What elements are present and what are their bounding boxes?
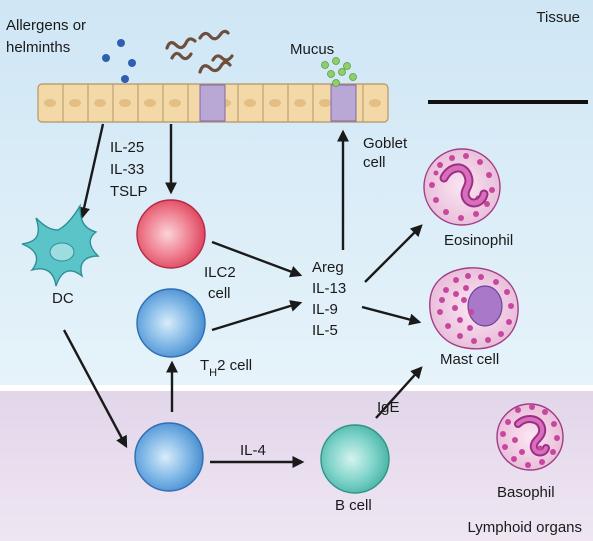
eosinophil-label: Eosinophil <box>444 232 513 249</box>
goblet-cell-2 <box>330 84 357 122</box>
arrow-to-eosinophil <box>364 224 423 283</box>
helminth-icon <box>165 29 234 74</box>
allergen-particles <box>102 39 136 83</box>
arrow-dc-to-tcell <box>62 329 128 449</box>
basophil-label: Basophil <box>497 484 555 501</box>
cytokine-il25: IL-25 <box>110 139 144 156</box>
dc-label: DC <box>52 290 74 307</box>
b-cell <box>320 424 390 494</box>
allergens-label-line2: helminths <box>6 39 70 56</box>
ilc2-cell <box>136 199 206 269</box>
ige-label: IgE <box>377 399 400 416</box>
th2-label-t: T <box>200 357 209 374</box>
th2-cell <box>136 288 206 358</box>
mucus-droplets <box>321 57 357 87</box>
th2-label: TH2 cell <box>200 357 252 379</box>
epithelium <box>37 83 389 123</box>
b-cell-label: B cell <box>335 497 372 514</box>
mucus-label: Mucus <box>290 41 334 58</box>
cytokine-il33: IL-33 <box>110 161 144 178</box>
eosinophil <box>423 148 501 226</box>
mast-cell <box>429 267 519 350</box>
ilc2-label-line1: ILC2 <box>204 264 236 281</box>
arrow-ilc2-to-cytokines <box>211 240 303 278</box>
dendritic-cell <box>21 203 100 287</box>
il4-label: IL-4 <box>240 442 266 459</box>
arrow-to-mast-cell <box>361 305 422 326</box>
barrier-line <box>428 100 588 104</box>
lymphoid-label: Lymphoid organs <box>467 519 582 536</box>
cytokine-il9: IL-9 <box>312 301 338 318</box>
goblet-label-line1: Goblet <box>363 135 408 152</box>
cytokine-tslp: TSLP <box>110 183 148 200</box>
arrow-ige-to-mast <box>375 366 423 419</box>
cytokine-il5: IL-5 <box>312 322 338 339</box>
cytokine-areg: Areg <box>312 259 344 276</box>
arrow-epithelium-to-dc <box>78 123 105 220</box>
naive-t-cell <box>134 422 204 492</box>
arrows <box>62 123 423 468</box>
ilc2-label-line2: cell <box>208 285 231 302</box>
cytokine-il13: IL-13 <box>312 280 346 297</box>
region-divider <box>0 385 593 391</box>
basophil <box>496 403 564 471</box>
th2-label-sub: H <box>209 367 217 379</box>
tissue-label: Tissue <box>536 9 580 26</box>
goblet-cell-1 <box>199 84 226 122</box>
th2-label-rest: 2 cell <box>217 357 252 374</box>
arrow-th2-to-cytokines <box>211 300 303 332</box>
goblet-label-line2: cell <box>363 154 386 171</box>
mast-cell-label: Mast cell <box>440 351 499 368</box>
allergens-label-line1: Allergens or <box>6 17 86 34</box>
